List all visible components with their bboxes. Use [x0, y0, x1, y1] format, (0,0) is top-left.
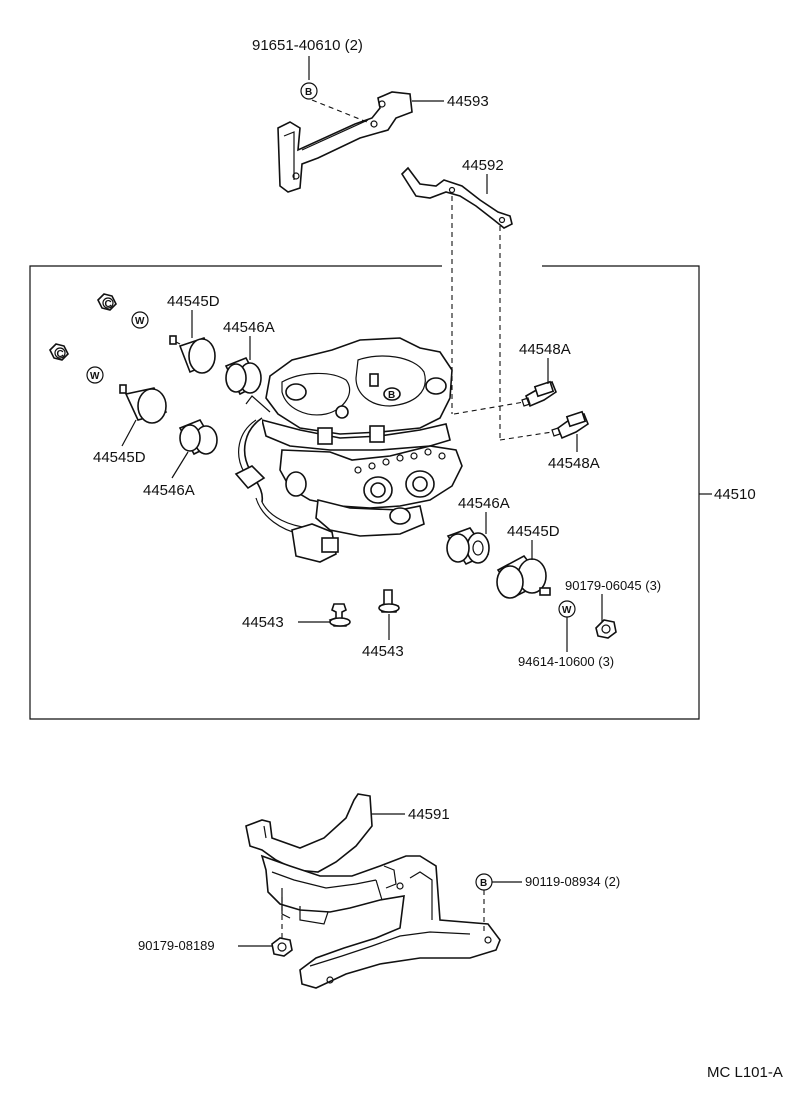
- svg-text:C: C: [57, 349, 64, 360]
- cushion-44546a-left: [178, 419, 218, 456]
- washer-w-right: W: [558, 600, 576, 618]
- bolt-b-symbol-top: B: [300, 82, 318, 100]
- dash-44548a-lower: [499, 431, 553, 441]
- nut-c-lower: C: [49, 343, 69, 361]
- label-44593: 44593: [447, 93, 489, 110]
- label-91651-40610: 91651-40610 (2): [252, 37, 363, 54]
- leader-44545d-left: [121, 419, 137, 447]
- insulator-44545d-right: [496, 554, 551, 599]
- label-44546a-upper: 44546A: [223, 319, 275, 336]
- svg-text:B: B: [388, 390, 395, 401]
- cushion-44546a-right: [446, 527, 490, 566]
- label-44510: 44510: [714, 486, 756, 503]
- svg-text:B: B: [480, 878, 487, 889]
- dash-44548a-upper: [453, 401, 525, 415]
- cushion-44546a-upper: [224, 356, 262, 396]
- svg-text:C: C: [105, 299, 112, 310]
- diagram-code: MC L101-A: [707, 1064, 783, 1081]
- label-44543-center: 44543: [362, 643, 404, 660]
- abs-actuator-assembly: B: [234, 337, 463, 563]
- label-94614-10600: 94614-10600 (3): [518, 654, 614, 669]
- union-44548a-upper: [521, 380, 557, 408]
- assembly-frame: [29, 265, 700, 720]
- svg-text:W: W: [562, 605, 572, 616]
- pin-44543-left: [328, 603, 351, 627]
- nut-c-upper: C: [97, 293, 117, 311]
- label-44546a-left: 44546A: [143, 482, 195, 499]
- bracket-44592: [400, 166, 513, 229]
- svg-text:W: W: [135, 316, 145, 327]
- label-44545d-right: 44545D: [507, 523, 560, 540]
- leader-44546a-left: [171, 451, 189, 479]
- washer-w-lower: W: [86, 366, 104, 384]
- label-44545d-upper: 44545D: [167, 293, 220, 310]
- nut-90179-06045: [595, 619, 617, 639]
- insulator-44545d-left: [119, 384, 168, 424]
- svg-text:B: B: [305, 87, 312, 98]
- label-90179-08189: 90179-08189: [138, 938, 215, 953]
- bracket-44593: [277, 91, 413, 193]
- label-44543-left: 44543: [242, 614, 284, 631]
- label-44546a-right: 44546A: [458, 495, 510, 512]
- washer-w-upper: W: [131, 311, 149, 329]
- nut-90179-08189: [271, 937, 293, 957]
- label-44545d-left: 44545D: [93, 449, 146, 466]
- bolt-b-symbol-bottom: B: [475, 873, 493, 891]
- union-44548a-lower: [551, 410, 589, 440]
- label-44592: 44592: [462, 157, 504, 174]
- pin-44543-center: [378, 589, 400, 613]
- label-44591: 44591: [408, 806, 450, 823]
- label-90119-08934: 90119-08934 (2): [525, 874, 620, 889]
- svg-text:W: W: [90, 371, 100, 382]
- insulator-44545d-upper: [169, 335, 216, 374]
- bracket-44591: [245, 793, 501, 989]
- label-90179-06045: 90179-06045 (3): [565, 578, 661, 593]
- dash-91651-to-bracket: [311, 99, 373, 125]
- label-44548a-lower: 44548A: [548, 455, 600, 472]
- label-44548a-upper: 44548A: [519, 341, 571, 358]
